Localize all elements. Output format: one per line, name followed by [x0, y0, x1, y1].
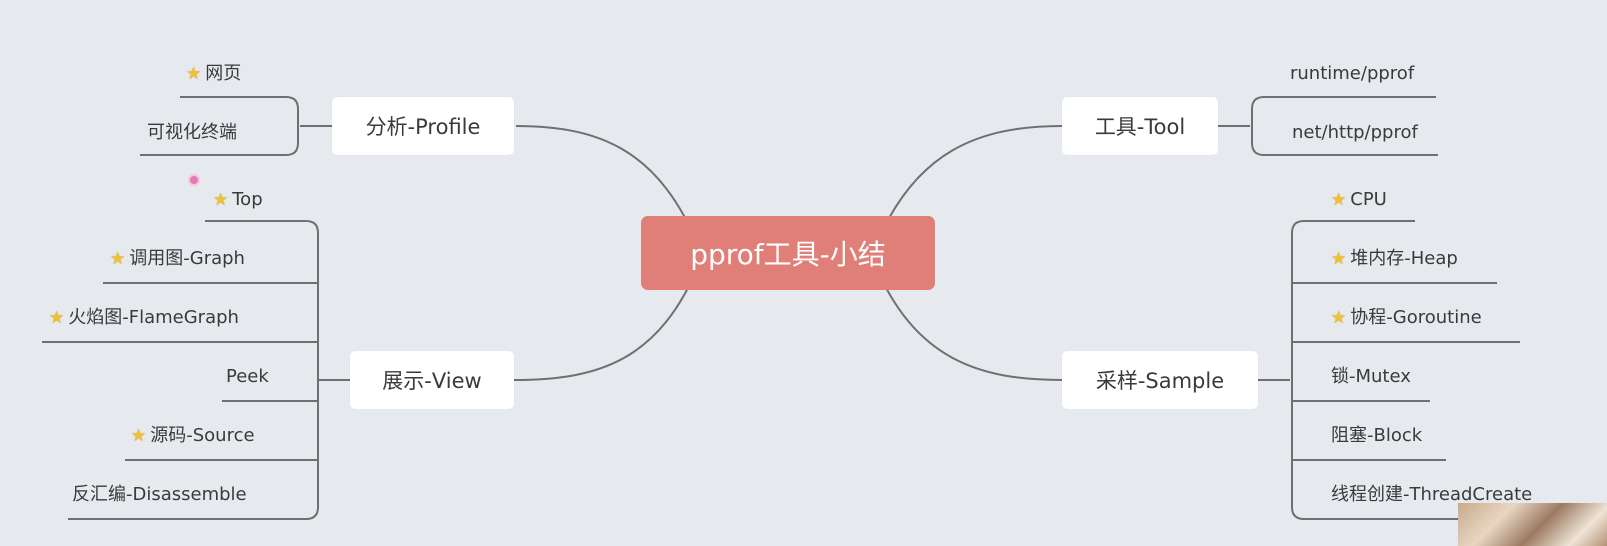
leaf-label: 锁-Mutex [1331, 366, 1411, 387]
star-icon: ★ [186, 64, 202, 84]
leaf-label: Top [232, 189, 263, 210]
profile-item-web[interactable]: ★网页 [186, 63, 241, 85]
profile-item-terminal[interactable]: 可视化终端 [147, 122, 237, 144]
leaf-label: 火焰图-FlameGraph [68, 307, 239, 328]
view-item-peek[interactable]: Peek [226, 366, 269, 388]
leaf-label: 源码-Source [150, 425, 255, 446]
sample-label: 采样-Sample [1095, 369, 1225, 393]
mouse-cursor-indicator [188, 174, 200, 186]
star-icon: ★ [131, 426, 147, 446]
sample-item-heap[interactable]: ★堆内存-Heap [1331, 248, 1458, 270]
sample-item-mutex[interactable]: 锁-Mutex [1331, 366, 1411, 388]
connector-tool-bracket [1251, 96, 1438, 156]
connector-view-bracket [68, 220, 319, 520]
leaf-label: Peek [226, 366, 269, 387]
star-icon: ★ [213, 190, 229, 210]
leaf-label: 线程创建-ThreadCreate [1331, 484, 1533, 505]
leaf-label: net/http/pprof [1292, 122, 1418, 143]
leaf-label: 堆内存-Heap [1350, 248, 1458, 269]
sample-item-block[interactable]: 阻塞-Block [1331, 425, 1422, 447]
sample-item-goroutine[interactable]: ★协程-Goroutine [1331, 307, 1482, 329]
connector-root-tool [873, 125, 1063, 251]
profile-node[interactable]: 分析-Profile [332, 97, 514, 155]
view-node[interactable]: 展示-View [350, 351, 514, 409]
leaf-label: 调用图-Graph [129, 248, 245, 269]
star-icon: ★ [1331, 190, 1347, 210]
tool-item-runtime-pprof[interactable]: runtime/pprof [1290, 63, 1414, 85]
connector-root-sample [873, 261, 1063, 381]
leaf-label: 网页 [205, 63, 242, 84]
corner-video-thumbnail [1458, 503, 1607, 546]
sample-item-cpu[interactable]: ★CPU [1331, 189, 1387, 211]
star-icon: ★ [1331, 249, 1347, 269]
leaf-label: 阻塞-Block [1331, 425, 1423, 446]
leaf-label: 可视化终端 [147, 122, 237, 143]
sample-node[interactable]: 采样-Sample [1062, 351, 1258, 409]
connector-sample-bracket [1291, 220, 1470, 520]
view-item-disassemble[interactable]: 反汇编-Disassemble [72, 484, 247, 506]
leaf-label: CPU [1350, 189, 1387, 210]
view-item-top[interactable]: ★Top [213, 189, 263, 211]
view-label: 展示-View [382, 369, 482, 393]
view-item-source[interactable]: ★源码-Source [131, 425, 255, 447]
star-icon: ★ [110, 249, 126, 269]
star-icon: ★ [1331, 308, 1347, 328]
sample-item-threadcreate[interactable]: 线程创建-ThreadCreate [1331, 484, 1532, 506]
tool-item-net-http-pprof[interactable]: net/http/pprof [1292, 122, 1418, 144]
connector-profile-bracket [140, 96, 299, 156]
view-item-graph[interactable]: ★调用图-Graph [110, 248, 245, 270]
profile-label: 分析-Profile [365, 115, 481, 139]
leaf-label: 协程-Goroutine [1350, 307, 1482, 328]
connector-root-profile [515, 125, 701, 251]
root-node[interactable]: pprof工具-小结 [641, 216, 935, 290]
leaf-label: runtime/pprof [1290, 63, 1415, 84]
connector-root-view [513, 261, 701, 381]
root-label: pprof工具-小结 [690, 238, 886, 271]
tool-label: 工具-Tool [1094, 115, 1186, 139]
leaf-label: 反汇编-Disassemble [72, 484, 247, 505]
tool-node[interactable]: 工具-Tool [1062, 97, 1218, 155]
star-icon: ★ [49, 308, 65, 328]
view-item-flamegraph[interactable]: ★火焰图-FlameGraph [49, 307, 239, 329]
